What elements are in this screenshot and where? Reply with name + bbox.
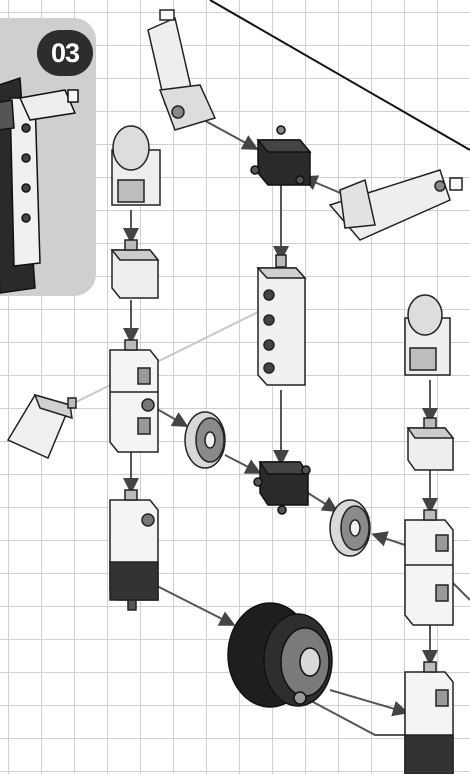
guide-line (70, 310, 262, 405)
small-block-left (112, 240, 158, 298)
arrow-axle-to-block (330, 690, 405, 712)
arrow-bracket-to-hub (200, 118, 255, 148)
hub-connector-middle (254, 462, 310, 514)
hinge-right (405, 295, 450, 375)
hub-connector-top (251, 126, 310, 185)
angled-bracket-right (330, 170, 462, 240)
lower-stack-right (405, 662, 453, 774)
lower-stack-left (110, 490, 158, 610)
angled-bracket-top (148, 10, 215, 130)
pulley-right (330, 500, 370, 556)
arrow-right-stack-to-pulley (375, 535, 405, 545)
pulley-left (185, 412, 225, 468)
hinge-left (112, 126, 160, 205)
wedge-block (8, 395, 76, 458)
small-block-right (408, 418, 453, 470)
tire-wheel (228, 603, 332, 707)
arrow-right-bracket-to-hub (305, 178, 345, 195)
long-beam (258, 255, 305, 385)
stacked-blocks-right (405, 510, 453, 625)
arrow-wheel-to-right-block (300, 695, 410, 735)
arrow-pulley-to-hub (225, 455, 258, 472)
step-number-badge: 03 (37, 30, 93, 76)
arrow-lower-to-wheel (155, 585, 232, 624)
diagonal-line (210, 0, 470, 150)
stacked-blocks-left (110, 340, 158, 452)
